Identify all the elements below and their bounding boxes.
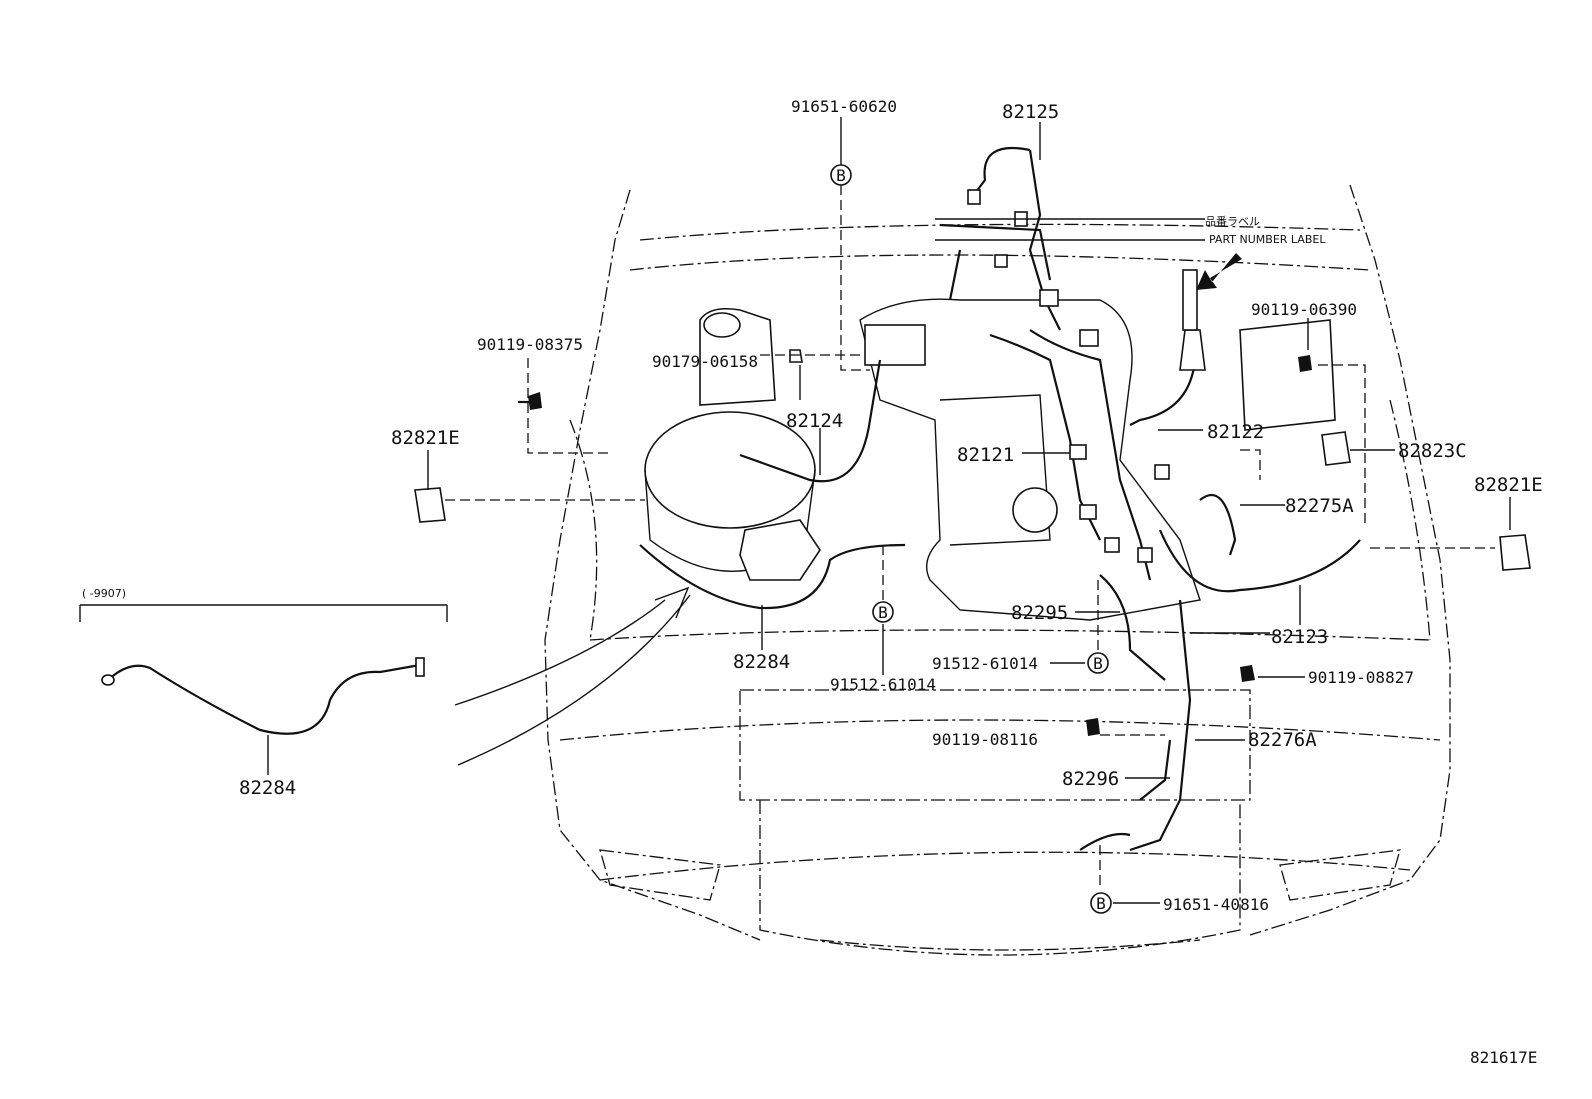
part-label-82821E-right: 82821E: [1474, 474, 1543, 496]
part-number-label-en: PART NUMBER LABEL: [1209, 233, 1326, 246]
b-marker-2: B: [872, 601, 894, 623]
part-label-90119-08375: 90119-08375: [477, 335, 583, 354]
bolt-90119-06390: [1298, 355, 1312, 372]
connector-82821E-left: [414, 487, 446, 523]
diagram-ref-code: 821617E: [1470, 1048, 1537, 1067]
part-label-90179-06158: 90179-06158: [652, 352, 758, 371]
leader-lines: [427, 117, 1511, 904]
part-label-91512-61014-b: 91512-61014: [932, 654, 1038, 673]
part-label-82821E-left: 82821E: [391, 427, 460, 449]
b-marker-1: B: [830, 164, 852, 186]
svg-text:B: B: [836, 166, 846, 185]
part-number-label-jp: 品番ラベル: [1205, 215, 1260, 228]
part-label-90119-08827: 90119-08827: [1308, 668, 1414, 687]
inset-82284: [79, 604, 448, 775]
part-label-82124: 82124: [786, 410, 843, 432]
part-label-91651-40816: 91651-40816: [1163, 895, 1269, 914]
bolt-90119-08116: [1086, 718, 1100, 736]
part-label-82295: 82295: [1011, 602, 1068, 624]
part-label-82125: 82125: [1002, 101, 1059, 123]
battery: [1239, 319, 1336, 431]
part-labels: 82125 91651-60620 90119-08375 90179-0615…: [82, 97, 1543, 1067]
connector-82823C: [1321, 431, 1351, 466]
part-label-82284-inset: 82284: [239, 777, 296, 799]
inset-arrow: [454, 594, 691, 766]
part-label-82275A: 82275A: [1285, 495, 1354, 517]
part-label-82276A: 82276A: [1248, 729, 1317, 751]
part-label-82296: 82296: [1062, 768, 1119, 790]
engine-components: [644, 269, 1336, 621]
part-label-82284: 82284: [733, 651, 790, 673]
oil-cap: [1012, 487, 1058, 533]
part-label-82122: 82122: [1207, 421, 1264, 443]
b-marker-4: B: [1090, 892, 1112, 914]
part-label-90119-06390: 90119-06390: [1251, 300, 1357, 319]
part-number-label-tag: [1182, 269, 1198, 331]
inset-date-note: ( -9907): [82, 587, 126, 600]
fuse-box: [864, 324, 926, 366]
label-pointer-arrow: [1196, 253, 1242, 290]
part-label-82123: 82123: [1271, 626, 1328, 648]
air-duct: [739, 519, 821, 581]
part-label-82823C: 82823C: [1398, 440, 1467, 462]
vehicle-body-outline: [544, 184, 1451, 956]
part-label-91512-61014-a: 91512-61014: [830, 675, 936, 694]
svg-text:B: B: [878, 603, 888, 622]
b-marker-3: B: [1087, 652, 1109, 674]
grommet: [1179, 329, 1206, 371]
bolt-90179-06158: [789, 349, 803, 363]
svg-text:B: B: [1096, 894, 1106, 913]
wire-harnesses: [414, 146, 1531, 852]
bolt-markers: B B B B: [830, 164, 1112, 914]
part-label-90119-08116: 90119-08116: [932, 730, 1038, 749]
svg-text:B: B: [1093, 654, 1103, 673]
fasteners: [518, 349, 1312, 736]
part-label-91651-60620: 91651-60620: [791, 97, 897, 116]
bolt-90119-08827: [1240, 665, 1255, 682]
connector-82821E-right: [1499, 534, 1531, 571]
part-label-82121: 82121: [957, 444, 1014, 466]
